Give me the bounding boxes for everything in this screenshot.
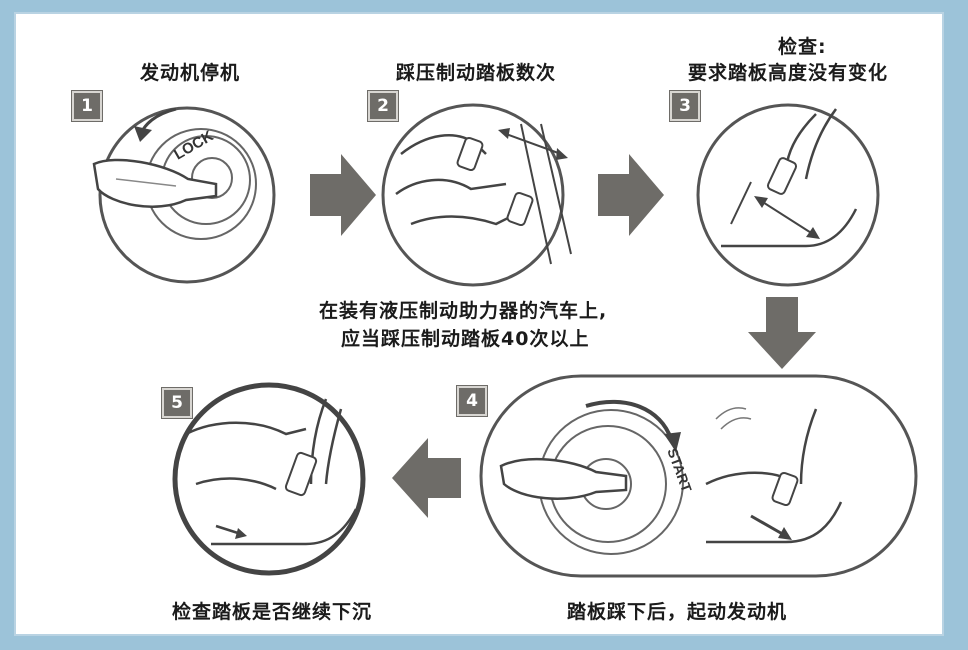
step3-caption-line1: 检查: bbox=[778, 32, 827, 59]
step-badge-4: 4 bbox=[457, 386, 487, 416]
step1-caption: 发动机停机 bbox=[140, 58, 240, 85]
step2-illustration bbox=[383, 105, 571, 285]
step2-caption: 踩压制动踏板数次 bbox=[396, 58, 556, 85]
step-badge-3: 3 bbox=[670, 91, 700, 121]
step-badge-2: 2 bbox=[368, 91, 398, 121]
step-badge-1: 1 bbox=[72, 91, 102, 121]
step-badge-5: 5 bbox=[162, 388, 192, 418]
step3-caption-line2: 要求踏板高度没有变化 bbox=[688, 58, 888, 85]
step4-illustration: START bbox=[481, 376, 916, 576]
arrow-step1-to-2 bbox=[310, 154, 376, 236]
step1-illustration: LOCK bbox=[94, 108, 274, 282]
step3-illustration bbox=[698, 105, 878, 285]
arrow-step4-to-5 bbox=[392, 438, 461, 518]
arrow-step3-to-4 bbox=[748, 297, 816, 369]
arrow-step2-to-3 bbox=[598, 154, 664, 236]
step4-caption: 踏板踩下后，起动发动机 bbox=[567, 597, 787, 624]
step5-caption: 检查踏板是否继续下沉 bbox=[172, 597, 372, 624]
note-line1: 在装有液压制动助力器的汽车上, bbox=[319, 296, 607, 323]
step5-illustration bbox=[175, 385, 363, 573]
note-line2: 应当踩压制动踏板40次以上 bbox=[341, 324, 589, 351]
diagram-panel: LOCK bbox=[14, 12, 944, 636]
